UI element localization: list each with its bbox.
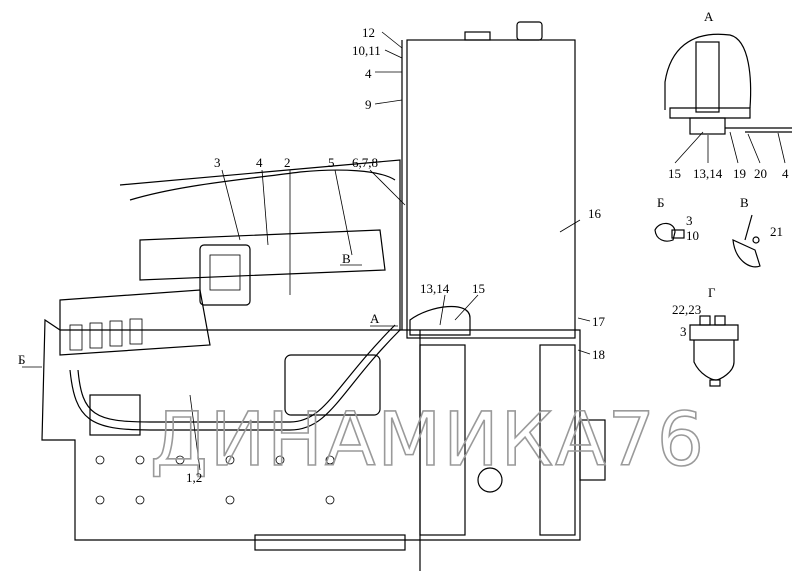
fuel-tank-drawing <box>401 21 576 339</box>
detail-g-title: Г <box>708 285 716 300</box>
callout-15: 15 <box>472 281 485 296</box>
callout-4: 4 <box>256 155 263 170</box>
callout-12: 12 <box>362 25 375 40</box>
callout-3: 3 <box>214 155 221 170</box>
callout-4: 4 <box>365 66 372 81</box>
watermark: ДИНАМИКА76 <box>150 397 706 483</box>
callout-9: 9 <box>365 97 372 112</box>
view-marker-v: В <box>342 251 351 266</box>
detail-b-callout: 10 <box>686 228 699 243</box>
detail-a-title: А <box>704 9 714 24</box>
detail-a-callout: 15 <box>668 166 681 181</box>
callout-2: 2 <box>284 155 291 170</box>
detail-b-drawing <box>654 222 685 242</box>
detail-a-callout: 20 <box>754 166 767 181</box>
detail-a-callout: 13,14 <box>693 166 723 181</box>
gearbox-drawing <box>400 329 606 571</box>
detail-v-drawing <box>732 214 761 268</box>
callout-5: 5 <box>328 155 335 170</box>
detail-g-drawing <box>689 315 739 387</box>
detail-b-callout: 3 <box>686 213 693 228</box>
callout-16: 16 <box>588 206 602 221</box>
callout-13-14: 13,14 <box>420 281 450 296</box>
detail-v-callout: 21 <box>770 224 783 239</box>
detail-g-callout: 3 <box>680 324 687 339</box>
detail-v-title: В <box>740 195 749 210</box>
detail-g-callout: 22,23 <box>672 302 701 317</box>
detail-a-callout: 19 <box>733 166 746 181</box>
detail-b-title: Б <box>657 195 664 210</box>
main-callouts: 12 10,11 4 9 3 4 2 5 6,7,8 16 В 13,14 15… <box>18 25 606 485</box>
detail-callouts: А 15 13,14 19 20 4 Б 3 10 В 21 Г 22,23 3 <box>657 9 789 339</box>
view-marker-a: А <box>370 311 380 326</box>
callout-6-7-8: 6,7,8 <box>352 155 378 170</box>
callout-18: 18 <box>592 347 605 362</box>
detail-a-callout: 4 <box>782 166 789 181</box>
view-marker-b: Б <box>18 352 25 367</box>
leader-lines <box>22 31 591 471</box>
callout-17: 17 <box>592 314 606 329</box>
detail-a-drawing <box>664 33 792 164</box>
engine-drawing <box>41 159 421 551</box>
callout-1-2: 1,2 <box>186 470 202 485</box>
callout-10-11: 10,11 <box>352 43 381 58</box>
